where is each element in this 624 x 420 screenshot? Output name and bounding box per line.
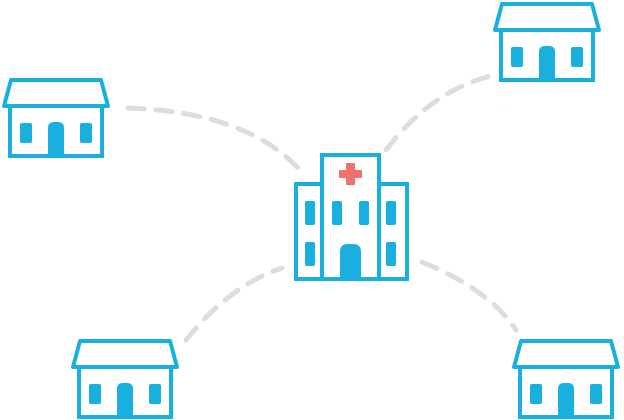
- house-icon: [2, 78, 110, 158]
- connector-bottom-right: [419, 259, 519, 333]
- house-icon: [71, 339, 179, 419]
- medical-cross-icon: [339, 163, 362, 185]
- house-icon: [493, 2, 601, 82]
- connector-bottom-left: [183, 265, 285, 343]
- connector-top-left: [125, 105, 301, 171]
- connector-top-right: [383, 73, 493, 153]
- house-icon: [512, 339, 620, 419]
- connectors: [125, 73, 519, 343]
- hospital-icon: [294, 153, 409, 281]
